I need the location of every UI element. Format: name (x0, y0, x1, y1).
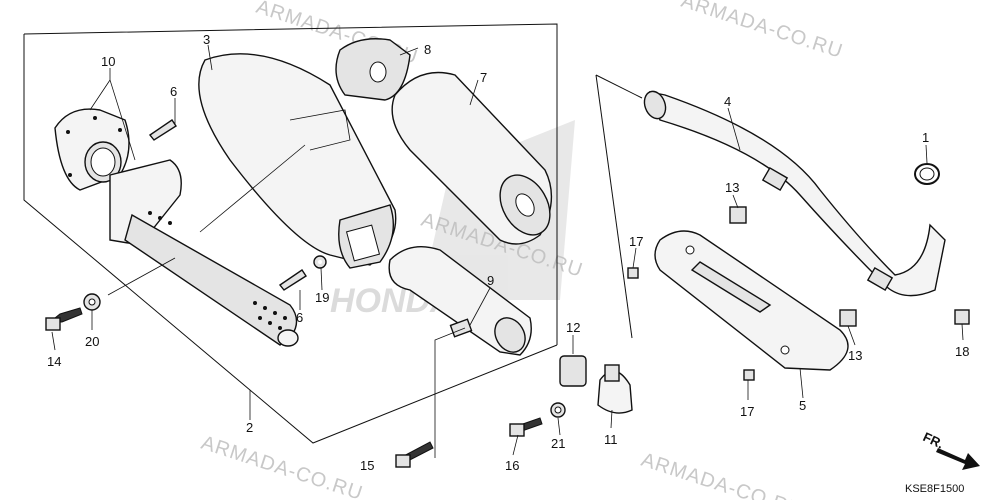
exhaust-pipe-assembly-outline (595, 74, 643, 339)
watermark-bottom-right: ARMADA-CO.RU (638, 449, 805, 500)
callout-13-upper: 13 (725, 180, 739, 195)
callout-15: 15 (360, 458, 374, 473)
callout-3: 3 (203, 32, 210, 47)
callout-9: 9 (487, 273, 494, 288)
hardware-parts (45, 119, 970, 468)
diagram-code: KSE8F1500 (905, 483, 964, 495)
callout-7: 7 (480, 70, 487, 85)
callout-14: 14 (47, 354, 61, 369)
end-cap-part (54, 108, 130, 191)
callout-labels: 1 2 3 4 5 6 6 7 8 9 10 11 12 13 13 14 15… (47, 32, 969, 473)
callout-10: 10 (101, 54, 115, 69)
callout-6-upper: 6 (170, 84, 177, 99)
callout-2: 2 (246, 420, 253, 435)
callout-20: 20 (85, 334, 99, 349)
front-direction-indicator: FR. (921, 429, 980, 470)
leader-lines (51, 44, 964, 458)
muffler-body-part (198, 53, 397, 269)
exhaust-pipe-part (643, 90, 946, 297)
front-label: FR. (921, 429, 946, 451)
callout-16: 16 (505, 458, 519, 473)
callout-12: 12 (566, 320, 580, 335)
callout-5: 5 (799, 398, 806, 413)
callout-17-lower: 17 (740, 404, 754, 419)
callout-21: 21 (551, 436, 565, 451)
watermark-bottom-left: ARMADA-CO.RU (198, 432, 365, 500)
callout-18: 18 (955, 344, 969, 359)
callout-1: 1 (922, 130, 929, 145)
callout-8: 8 (424, 42, 431, 57)
callout-19: 19 (315, 290, 329, 305)
heat-guard-part (654, 230, 849, 371)
callout-17-upper: 17 (629, 234, 643, 249)
connecting-pipe-part (388, 246, 532, 356)
grommet-part (335, 38, 411, 101)
inner-tube-part (109, 159, 299, 347)
watermark-top-right: ARMADA-CO.RU (678, 0, 845, 63)
callout-13-lower: 13 (848, 348, 862, 363)
muffler-packing-part (391, 71, 553, 245)
gasket-part (914, 163, 940, 185)
callout-6-lower: 6 (296, 310, 303, 325)
callout-4: 4 (724, 94, 731, 109)
front-arrow-icon (936, 448, 980, 470)
callout-11: 11 (604, 432, 618, 447)
